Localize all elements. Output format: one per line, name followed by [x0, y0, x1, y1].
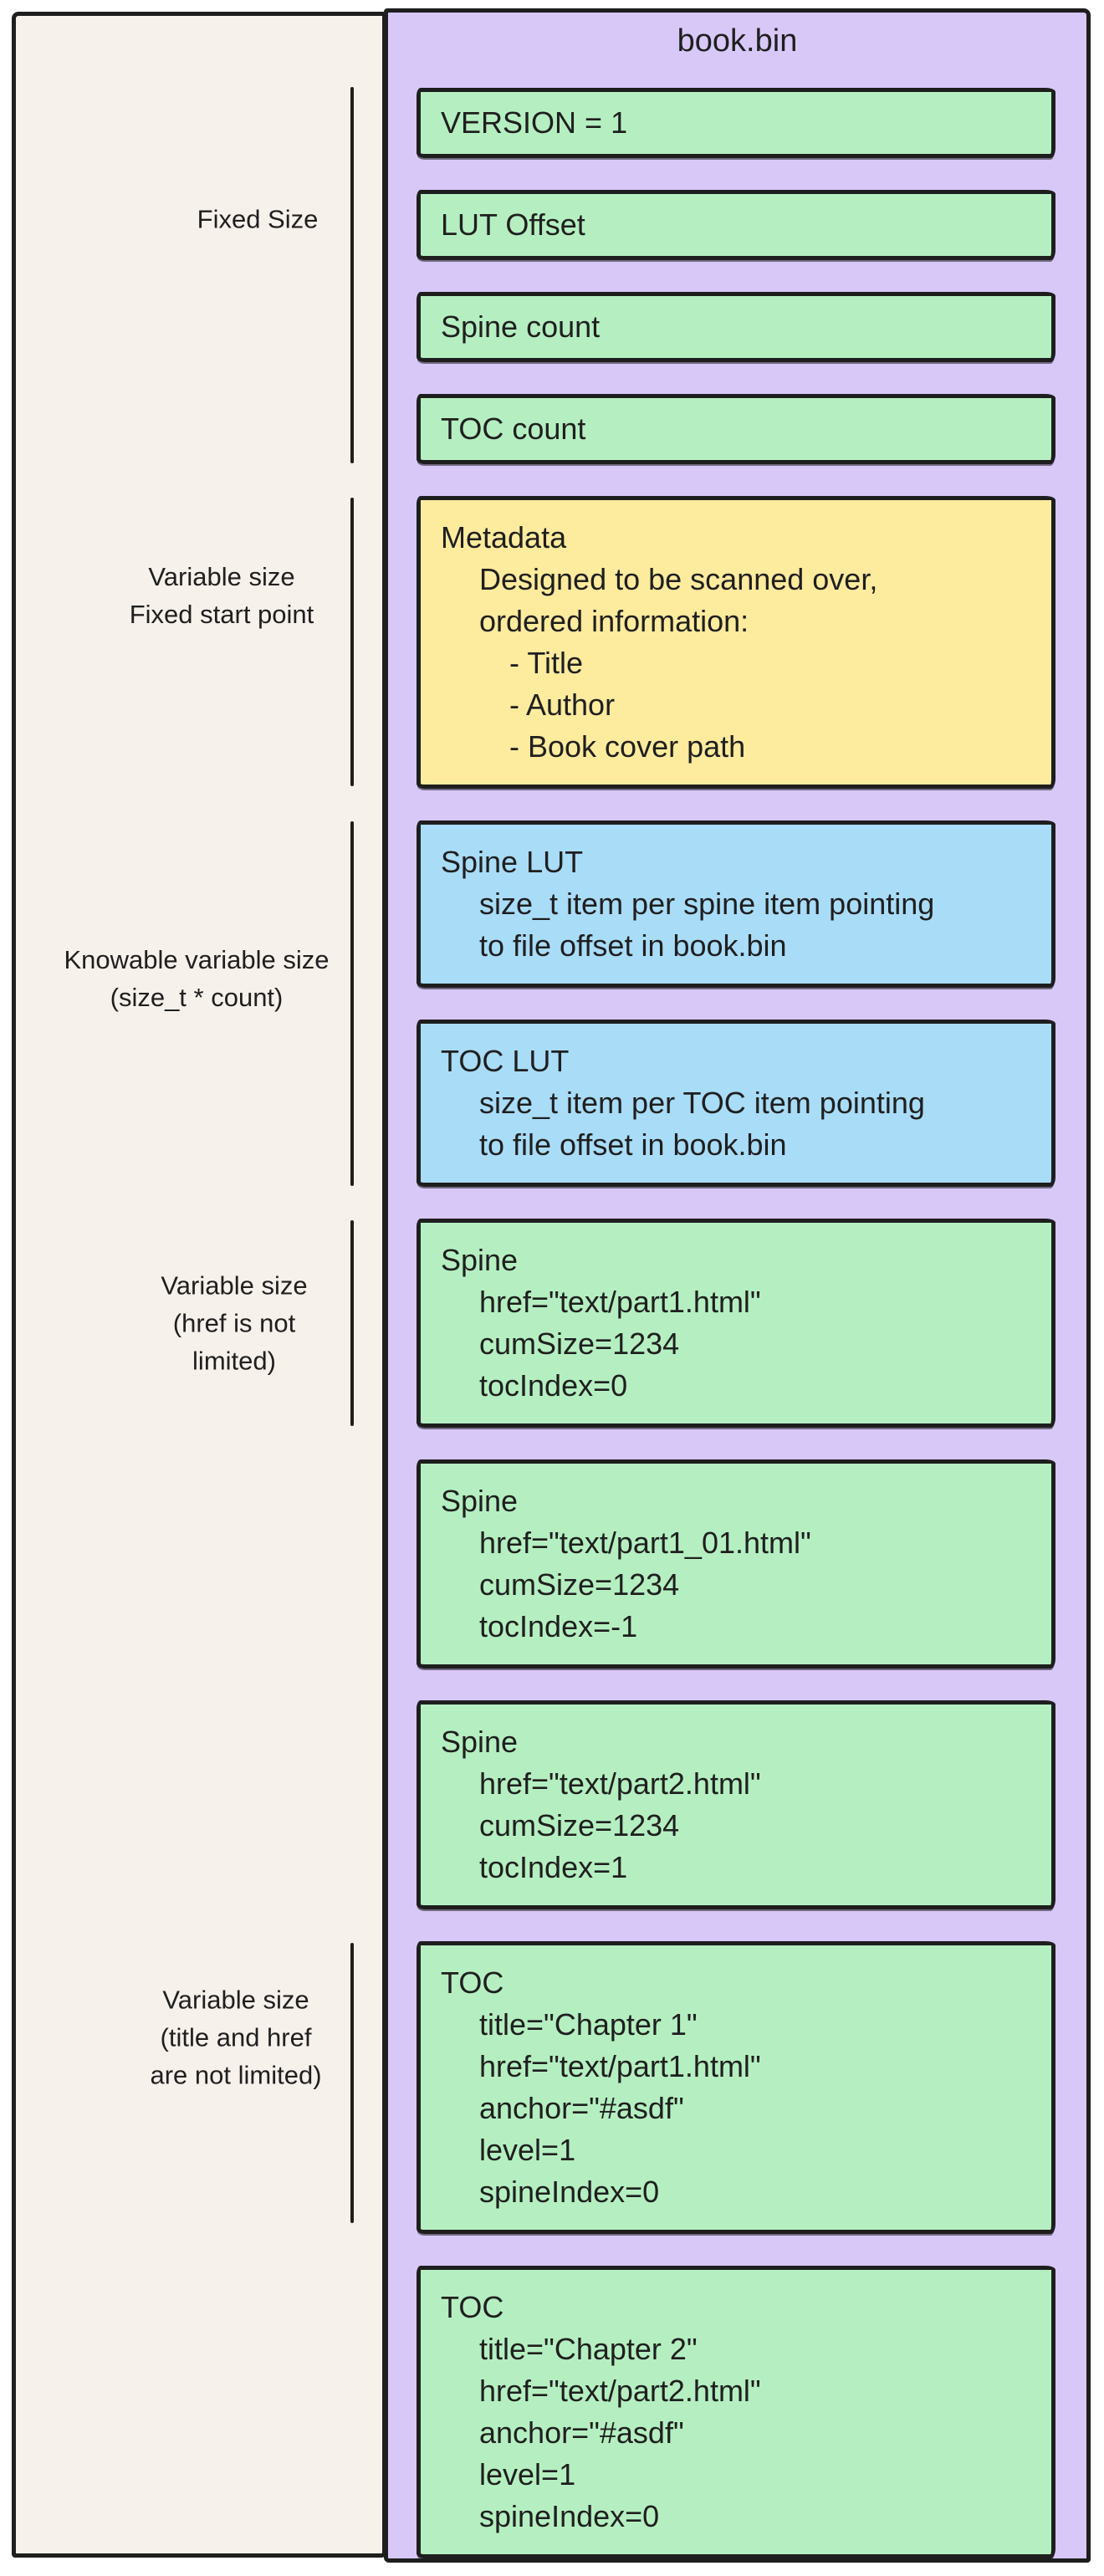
block-field: title="Chapter 2": [479, 2332, 698, 2366]
block-title: TOC: [441, 2290, 504, 2324]
block-field: href="text/part2.html": [479, 1766, 761, 1801]
block-field: title="Chapter 1": [479, 2007, 698, 2042]
block-title: Spine LUT: [441, 845, 584, 879]
size-bracket-variable-size-fixed-start: [350, 498, 354, 786]
size-bracket-variable-size-href: [350, 1220, 354, 1426]
block-field: - Author: [509, 687, 616, 722]
block-spine-lut: Spine LUT size_t item per spine item poin…: [417, 820, 1055, 988]
block-field: spineIndex=0: [479, 2499, 660, 2533]
block-field: to file offset in book.bin: [479, 928, 787, 963]
block-spine-2: Spine href="text/part1_01.html" cumSize=12…: [417, 1459, 1055, 1669]
block-toc-1: TOC title="Chapter 1" href="text/part1.htm…: [417, 1941, 1055, 2234]
block-field: to file offset in book.bin: [479, 1127, 787, 1162]
block-version: VERSION = 1: [417, 88, 1055, 158]
block-field: anchor="#asdf": [479, 2415, 684, 2450]
block-spine-1: Spine href="text/part1.html" cumSize=1234 t…: [417, 1219, 1055, 1428]
side-label-line: are not limited): [150, 2060, 322, 2090]
block-field: - Title: [509, 646, 584, 680]
side-label-variable-size-title-href: Variable size (title and href are not limi…: [150, 1981, 321, 2094]
block-field: cumSize=1234: [479, 1567, 680, 1602]
side-label-line: Knowable variable size: [64, 945, 330, 974]
side-label-fixed-size: Fixed Size: [197, 201, 319, 238]
block-title: Spine: [441, 1725, 519, 1759]
block-field: tocIndex=1: [479, 1850, 628, 1884]
block-field: href="text/part2.html": [479, 2374, 761, 2408]
side-label-line: limited): [192, 1346, 276, 1376]
block-lut-offset: LUT Offset: [417, 190, 1055, 260]
block-field: size_t item per spine item pointing: [479, 887, 935, 921]
block-field: cumSize=1234: [479, 1326, 680, 1361]
side-label-line: Variable size: [161, 1270, 308, 1301]
block-title: TOC LUT: [441, 1044, 570, 1078]
block-toc-2: TOC title="Chapter 2" href="text/part2.htm…: [417, 2266, 1055, 2558]
size-bracket-variable-size-title-href: [350, 1943, 354, 2223]
block-field: size_t item per TOC item pointing: [479, 1086, 925, 1120]
block-title: LUT Offset: [441, 207, 585, 242]
block-field: level=1: [479, 2457, 576, 2492]
block-field: tocIndex=0: [479, 1368, 628, 1403]
size-bracket-knowable-variable-size: [350, 821, 354, 1186]
side-label-knowable-variable-size: Knowable variable size (size_t * count): [64, 941, 329, 1016]
side-label-line: (href is not: [172, 1308, 296, 1338]
block-field: spineIndex=0: [479, 2175, 660, 2209]
side-label-variable-size-href: Variable size (href is not limited): [161, 1267, 307, 1380]
side-label-line: (title and href: [160, 2022, 312, 2052]
block-title: VERSION = 1: [441, 105, 628, 140]
block-toc-lut: TOC LUT size_t item per TOC item pointing…: [417, 1020, 1055, 1187]
file-title: book.bin: [677, 23, 798, 59]
side-label-line: Fixed Size: [197, 204, 319, 234]
size-annotation-panel: [12, 12, 386, 2558]
block-field: href="text/part1.html": [479, 1285, 761, 1319]
block-field: tocIndex=-1: [479, 1609, 638, 1643]
block-title: TOC: [441, 1965, 504, 2000]
block-title: TOC count: [441, 411, 586, 446]
block-field: - Book cover path: [509, 729, 746, 764]
block-field: href="text/part1_01.html": [479, 1526, 811, 1560]
block-spine-count: Spine count: [417, 292, 1055, 362]
block-title: Metadata: [441, 520, 567, 555]
block-spine-3: Spine href="text/part2.html" cumSize=1234 t…: [417, 1700, 1055, 1909]
block-toc-count: TOC count: [417, 394, 1055, 464]
block-title: Spine: [441, 1243, 519, 1277]
block-field: cumSize=1234: [479, 1808, 680, 1843]
size-bracket-fixed-size: [350, 87, 354, 463]
block-field: href="text/part1.html": [479, 2049, 761, 2083]
block-title: Spine count: [441, 309, 601, 344]
side-label-line: Variable size: [148, 562, 295, 591]
block-field: ordered information:: [479, 604, 749, 638]
side-label-line: Fixed start point: [129, 600, 314, 629]
block-field: anchor="#asdf": [479, 2091, 684, 2125]
side-label-line: (size_t * count): [110, 983, 284, 1012]
block-field: Designed to be scanned over,: [479, 562, 878, 596]
block-title: Spine: [441, 1484, 519, 1518]
side-label-line: Variable size: [162, 1985, 309, 2015]
block-field: level=1: [479, 2133, 576, 2167]
